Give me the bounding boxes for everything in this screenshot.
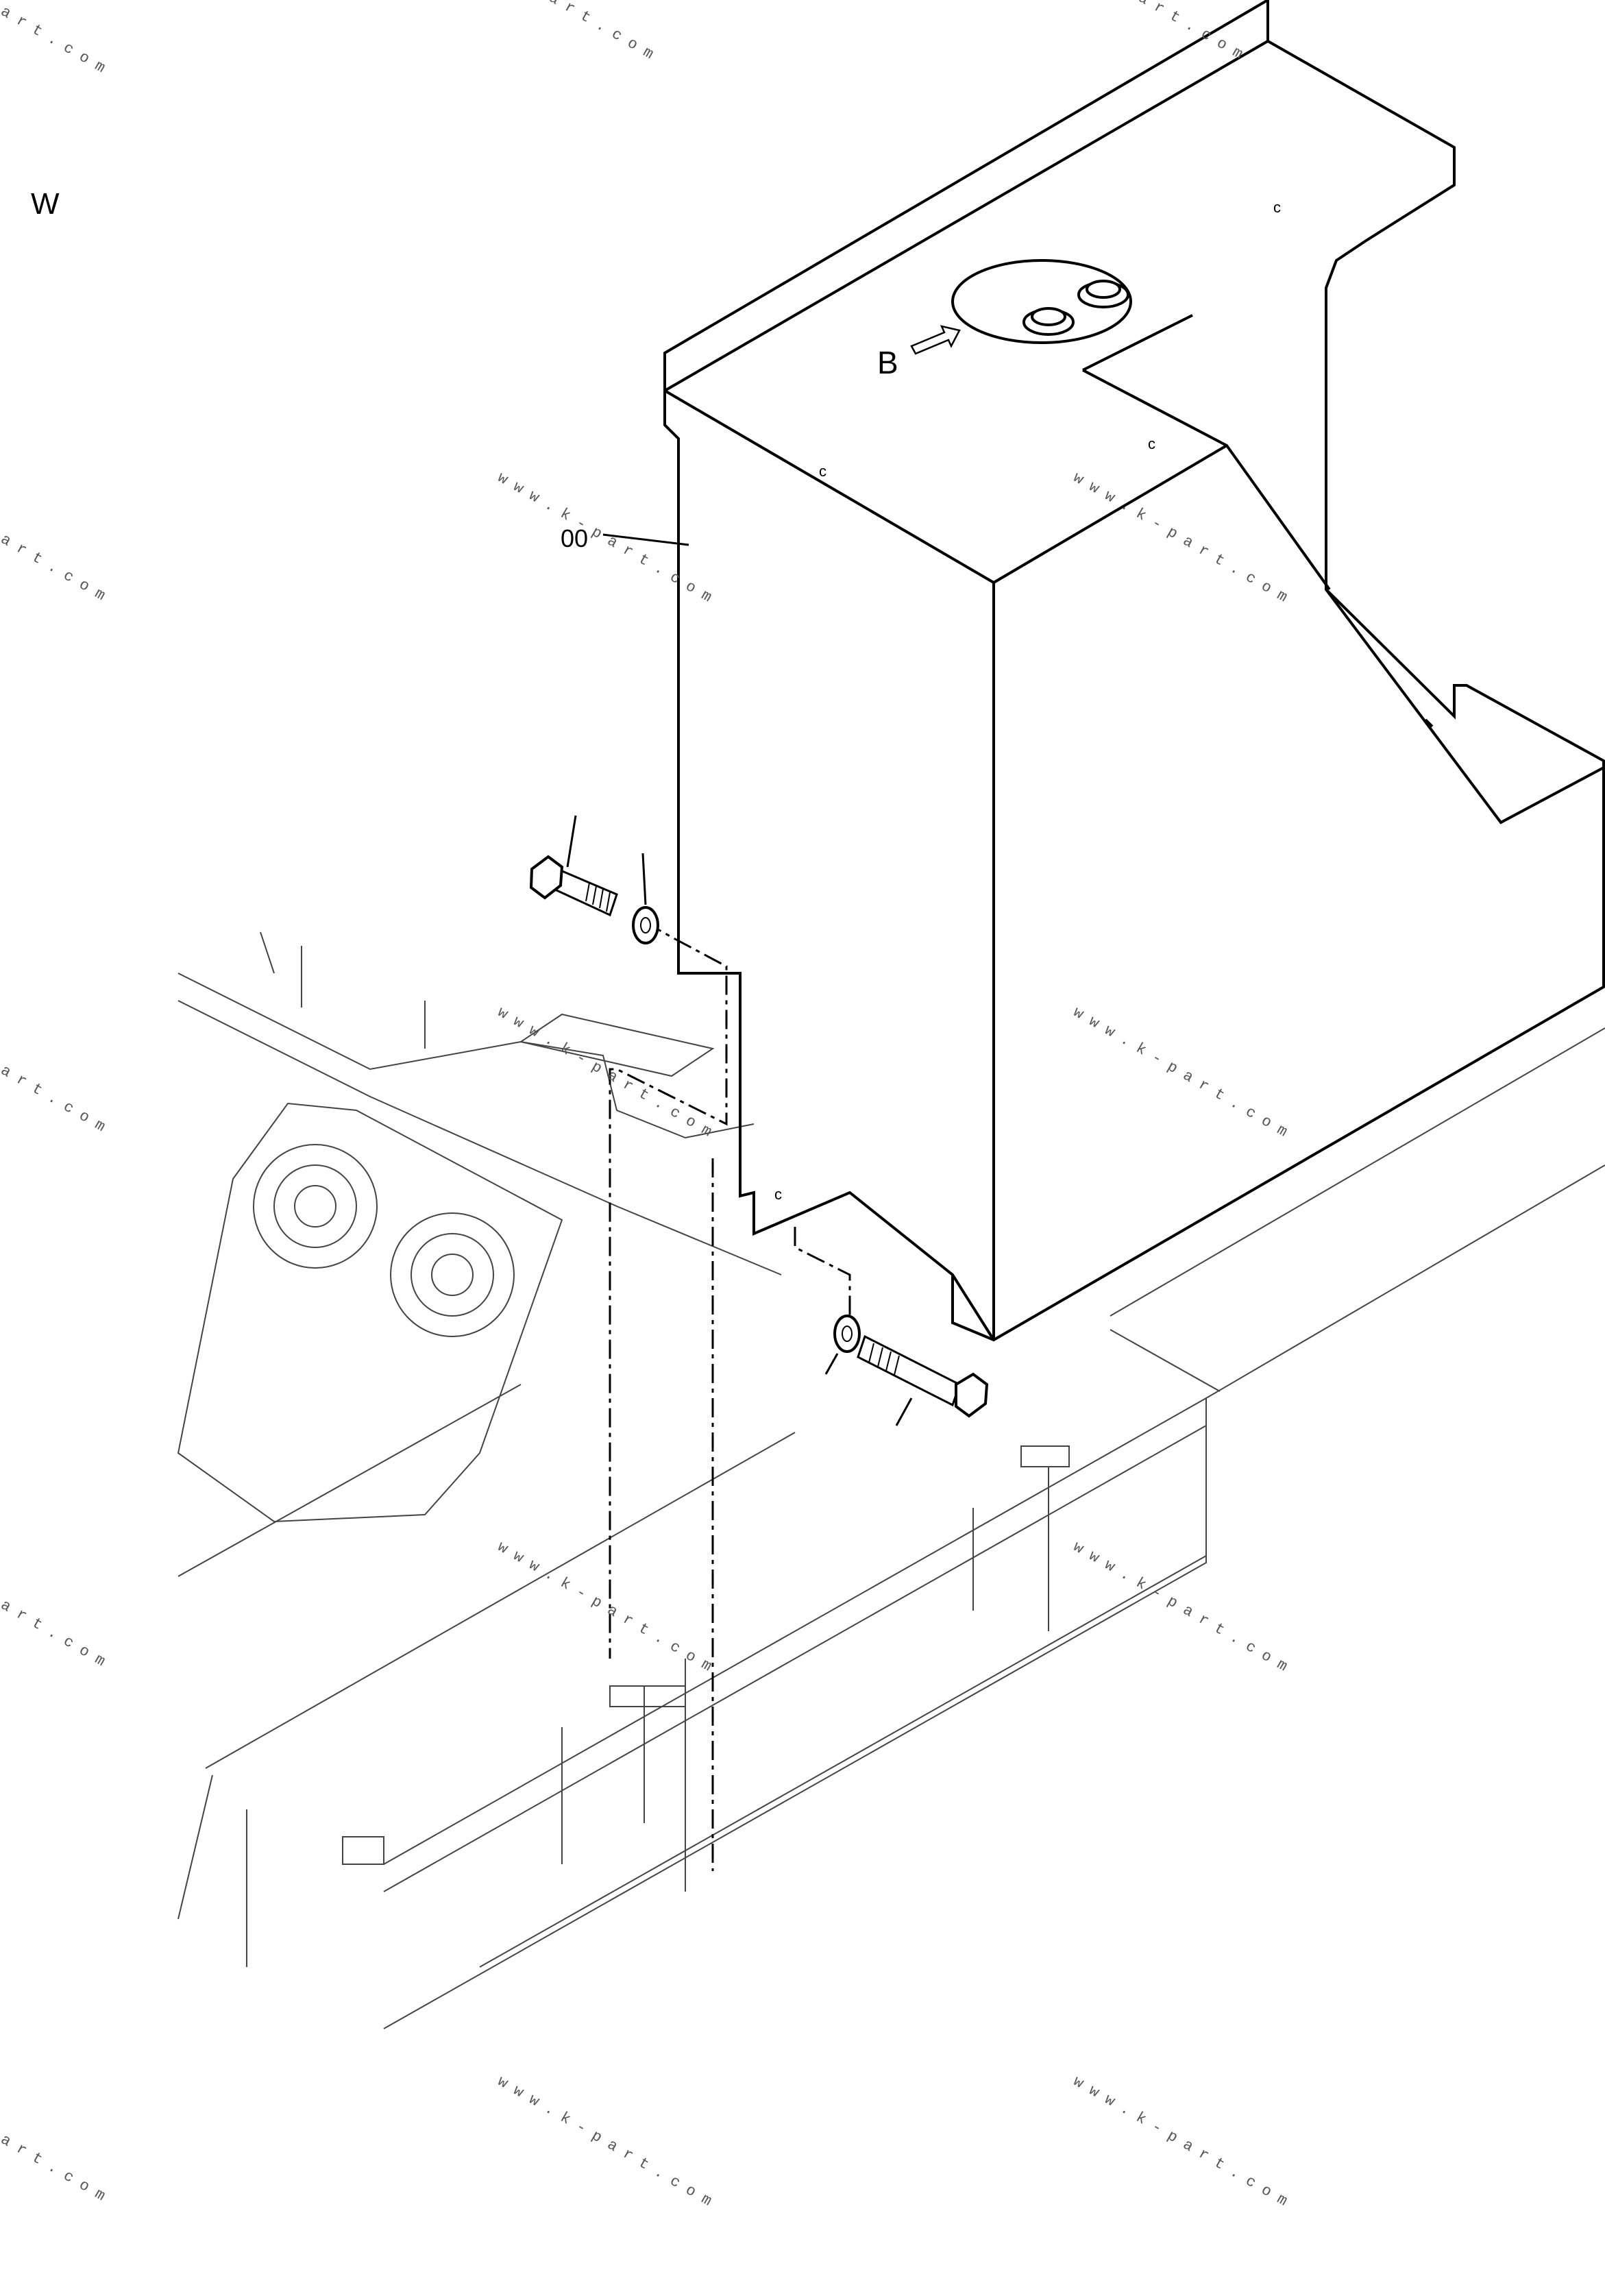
watermark: w w w . k - p a r t . c o m — [1070, 2073, 1290, 2210]
tank-top-rim — [663, 0, 1605, 1342]
watermarks: w w w . k - p a r t . c o m w w w . k - … — [0, 0, 1290, 2210]
filler-cap-group — [951, 259, 1132, 344]
boss-left — [253, 1144, 378, 1269]
c-mark-3: c — [819, 463, 826, 480]
watermark: w w w . k - p a r t . c o m — [495, 2073, 715, 2210]
c-marks: c c c c — [774, 199, 1281, 1203]
watermark: w w w . k - p a r t . c o m — [495, 469, 715, 606]
watermark: w w w . k - p a r t . c o m — [495, 1538, 715, 1675]
tank-assembly — [663, 0, 1605, 1342]
watermark: a r t . c o m — [0, 2131, 108, 2204]
view-letter: W — [31, 187, 60, 221]
frame-structure — [177, 931, 1605, 2029]
bolt-lower — [857, 1334, 989, 1426]
watermark: w w w . k - p a r t . c o m — [1070, 1538, 1290, 1675]
mounting-centerlines — [609, 920, 851, 1871]
boss-right — [390, 1212, 515, 1337]
watermark: a r t . c o m — [0, 1062, 108, 1135]
c-mark-1: c — [1273, 199, 1281, 216]
watermark: a r t . c o m — [0, 530, 108, 604]
washer-lower — [824, 1315, 861, 1375]
watermark: w w w . k - p a r t . c o m — [1070, 1003, 1290, 1140]
bolt-upper — [529, 815, 618, 917]
arrow-b-icon — [910, 325, 961, 355]
filler-cap-plate — [951, 259, 1132, 344]
watermark: a r t . c o m — [0, 1596, 108, 1670]
part-number-label: 00 — [561, 524, 588, 552]
c-mark-4: c — [774, 1186, 782, 1203]
watermark: a r t . c o m — [0, 3, 108, 76]
watermark: a r t . c o m — [546, 0, 657, 63]
watermark: a r t . c o m — [1136, 0, 1246, 63]
arrow-label: B — [877, 345, 898, 380]
c-mark-2: c — [1148, 435, 1155, 452]
washer-upper — [632, 853, 659, 944]
